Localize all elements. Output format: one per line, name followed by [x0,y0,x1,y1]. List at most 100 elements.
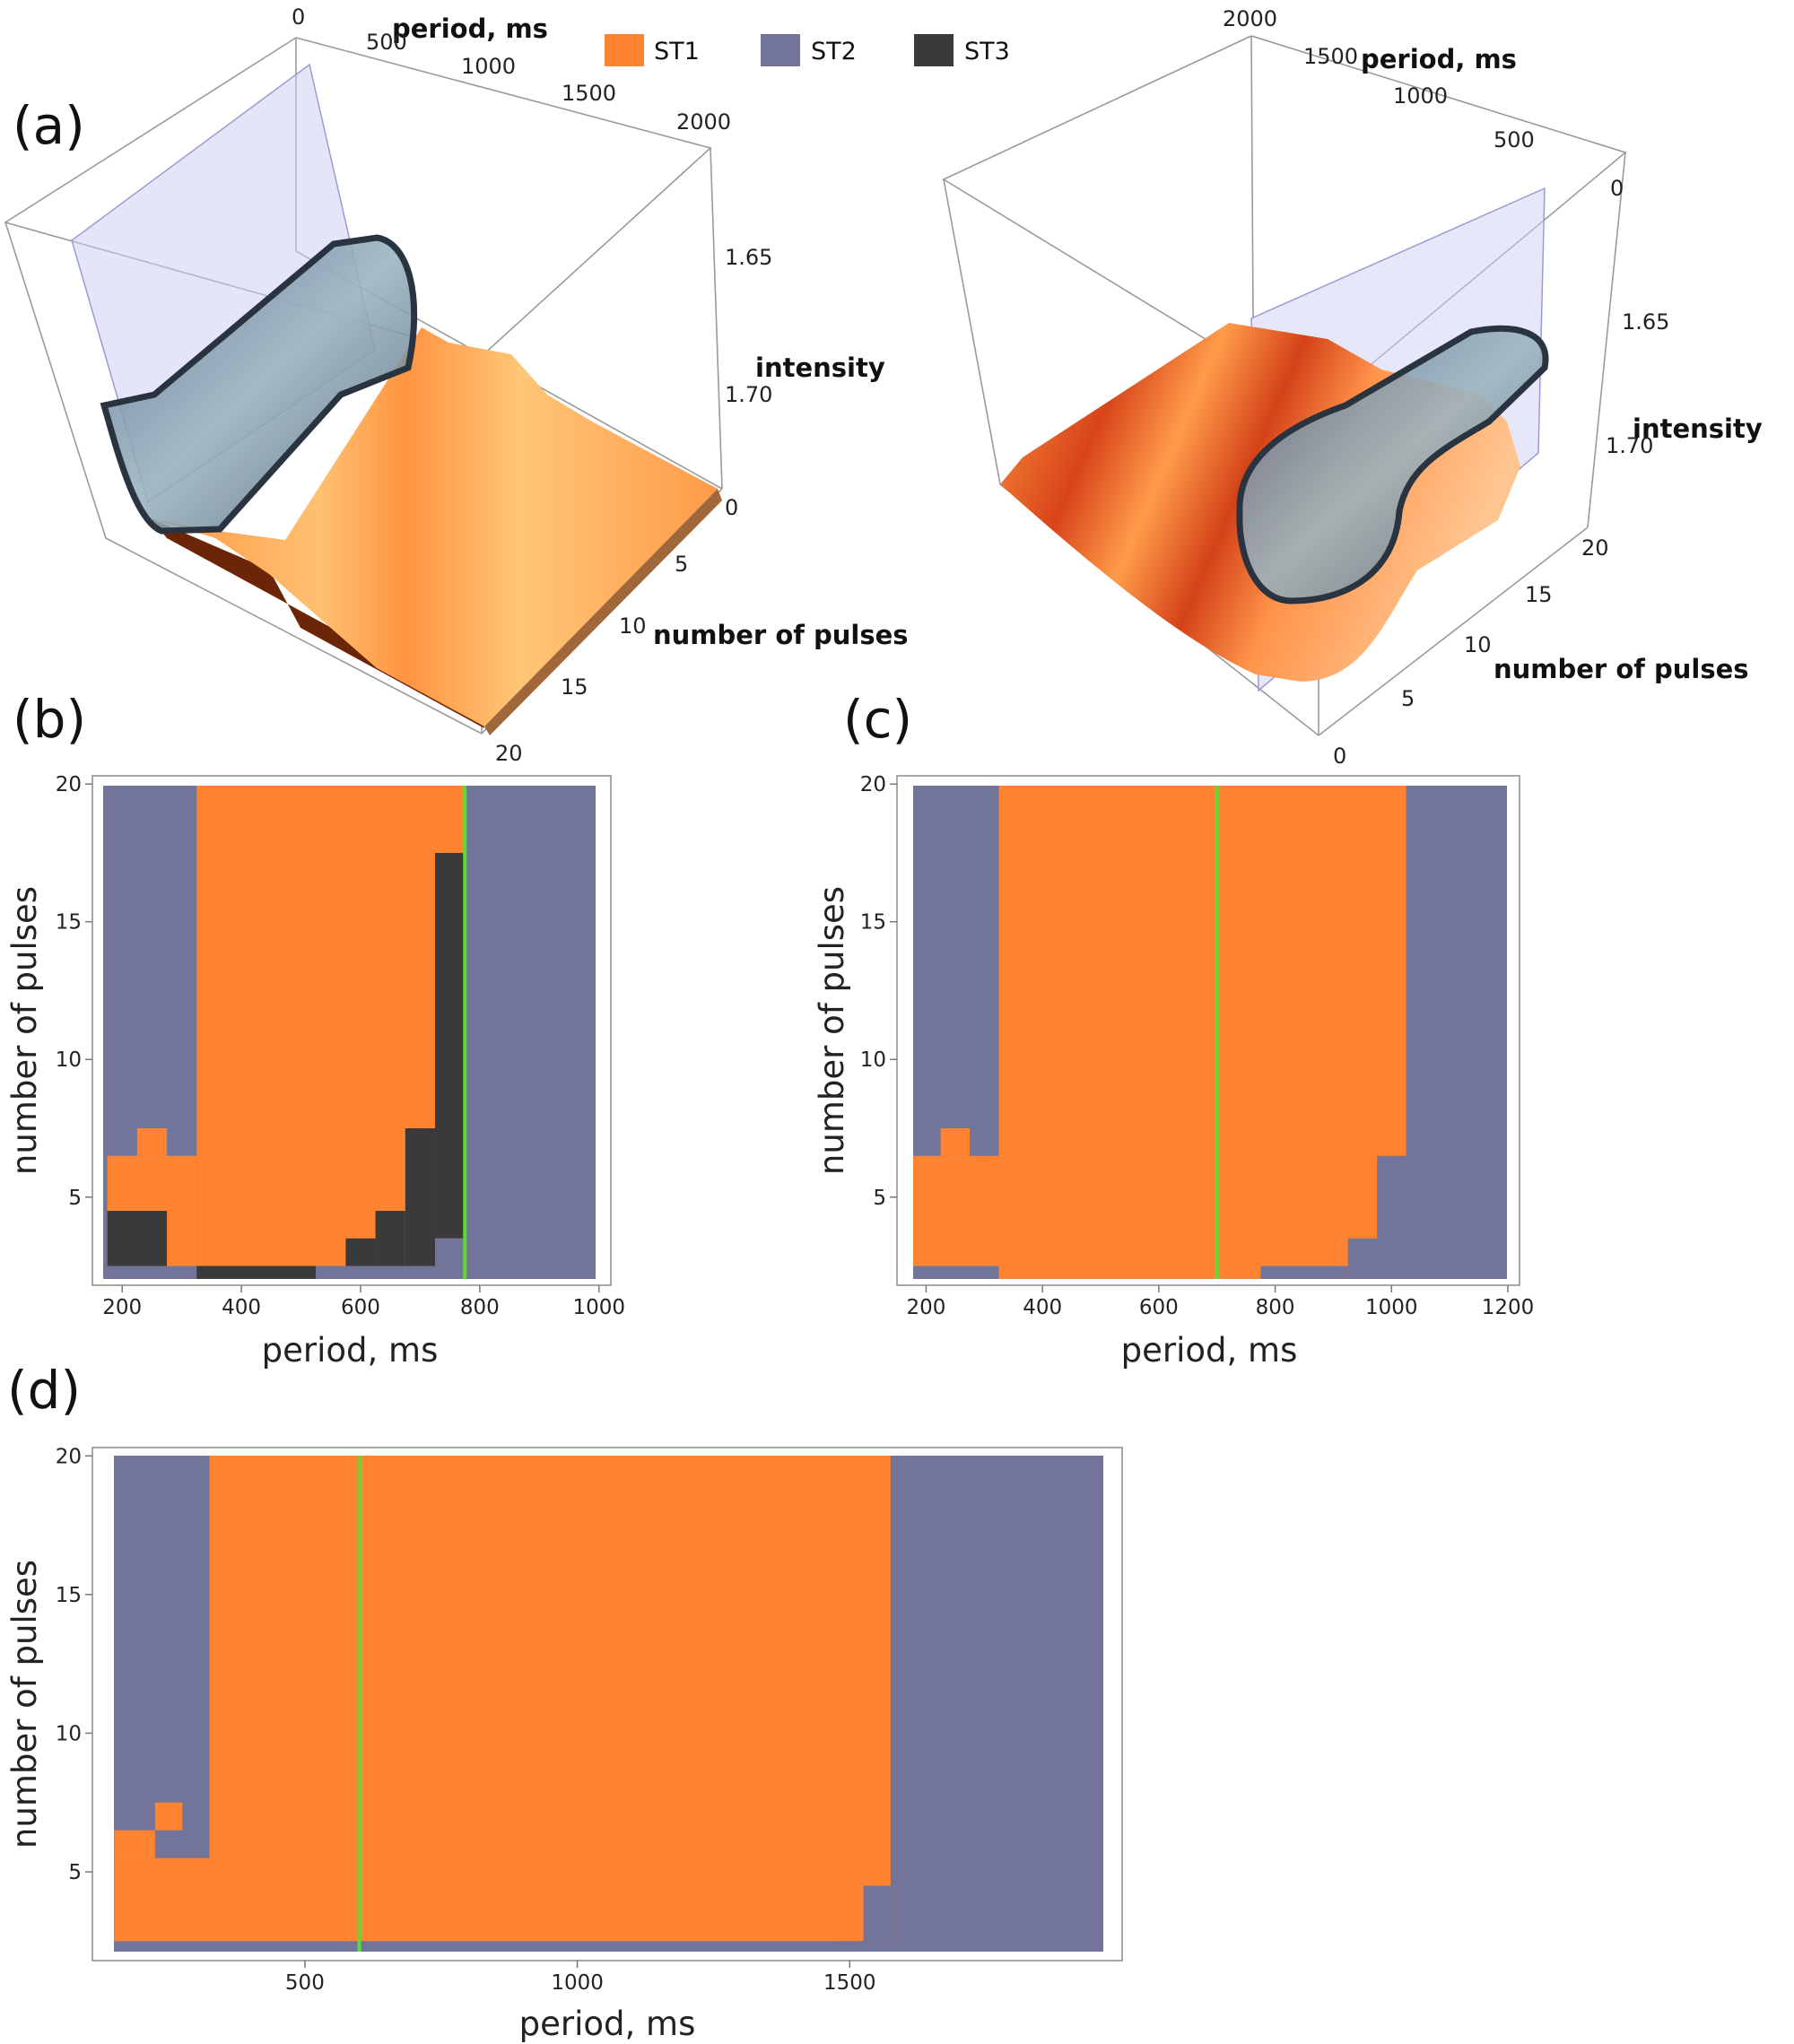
x-tick-label-500: 500 [285,1971,325,1995]
surface-st2-left [100,234,418,535]
period-tick-left-500: 500 [366,30,407,55]
x-tick-label-1000: 1000 [1365,1296,1418,1319]
panel-label-c: (c) [843,689,912,750]
region-st2-6 [316,1266,346,1279]
surface-side-left [484,489,722,735]
x-tick-label-1500: 1500 [823,1971,876,1995]
heatmap-d: 500 1000 1500 5 10 15 20 period, ms number of pu… [5,1445,1123,2043]
region-st1-2 [940,1127,971,1156]
y-tick-label-5: 5 [68,1187,82,1210]
intensity-axis-label-right: intensity [1633,413,1763,444]
surface-plot-left: period, ms 0 500 1000 1500 2000 intensit… [4,4,909,766]
region-st1-0 [209,1456,891,1942]
x-axis-label: period, ms [519,2005,696,2043]
region-st3-5 [196,1266,317,1279]
region-st1-2 [114,1830,155,1858]
surface-st2-right [1236,325,1549,605]
region-st2-6 [1377,1155,1406,1279]
y-tick-label-20: 20 [56,773,82,796]
panel-label-a: (a) [13,95,85,156]
period-tick-left-1500: 1500 [562,81,616,106]
region-st1-0 [998,786,1406,1279]
x-axis-label: period, ms [1121,1331,1298,1370]
region-st3-8 [375,1211,405,1266]
y-tick-label-20: 20 [56,1445,82,1468]
intensity-tick-left-170: 1.70 [725,382,772,407]
region-st2-3 [970,1127,999,1156]
y-tick-label-10: 10 [56,1048,82,1072]
legend-swatch-st1 [605,34,644,66]
pulses-tick-right-5: 5 [1401,686,1415,711]
region-st3-9 [405,1127,436,1266]
legend-swatch-st2 [761,34,800,66]
y-tick-label-5: 5 [68,1861,82,1884]
pulses-tick-right-15: 15 [1525,582,1553,607]
pulses-tick-right-10: 10 [1464,632,1492,657]
pulses-tick-left-10: 10 [619,613,647,639]
intensity-tick-left-165: 1.65 [725,245,772,270]
period-tick-right-1500: 1500 [1303,44,1358,69]
period-axis-label-left: period, ms [392,13,548,44]
region-st2-4 [1260,1266,1348,1279]
surface-plot-right: period, ms 2000 1500 1000 500 0 intensit… [942,6,1763,769]
surface-st1-left [151,327,718,726]
legend-label-st3: ST3 [964,38,1010,65]
pulses-axis-label-left: number of pulses [653,620,909,650]
y-axis-label: number of pulses [813,886,851,1175]
region-st3-10 [435,852,466,1239]
x-tick-label-800: 800 [460,1296,500,1319]
region-st2-11 [435,1238,466,1279]
x-tick-label-800: 800 [1256,1296,1295,1319]
y-tick-label-20: 20 [860,773,886,796]
y-tick-label-10: 10 [860,1048,886,1072]
pulses-tick-right-20: 20 [1581,535,1609,561]
y-axis-label: number of pulses [5,886,44,1175]
legend: ST1 ST2 ST3 [605,34,1010,66]
region-st1-3 [154,1802,183,1831]
y-tick-label-5: 5 [873,1187,886,1210]
x-tick-label-400: 400 [222,1296,261,1319]
pulses-tick-left-5: 5 [675,552,688,577]
x-axis-label: period, ms [262,1331,439,1370]
y-tick-label-15: 15 [860,911,886,935]
y-axis-label: number of pulses [5,1560,44,1848]
period-tick-left-1000: 1000 [461,54,516,79]
region-st1-1 [913,1155,999,1266]
legend-swatch-st3 [914,34,954,66]
intensity-axis-label-left: intensity [755,352,885,383]
region-st1-1 [114,1857,210,1942]
x-tick-label-600: 600 [341,1296,380,1319]
region-st1-2 [136,1127,168,1156]
period-tick-right-2000: 2000 [1223,6,1277,31]
period-tick-right-500: 500 [1494,127,1535,152]
intensity-tick-right-165: 1.65 [1622,309,1669,335]
period-tick-left-2000: 2000 [676,109,731,135]
pulses-tick-left-0: 0 [725,495,738,520]
panel-label-b: (b) [13,689,86,750]
x-tick-label-200: 200 [102,1296,142,1319]
legend-label-st2: ST2 [811,38,857,65]
region-st2-4 [836,1941,891,1952]
region-st3-3 [107,1211,168,1266]
region-st3-7 [345,1238,376,1266]
x-tick-label-1200: 1200 [1482,1296,1535,1319]
x-tick-label-600: 600 [1139,1296,1179,1319]
y-tick-label-15: 15 [56,1584,82,1607]
bounding-box-right [942,35,1627,736]
pulses-axis-label-right: number of pulses [1494,654,1749,684]
region-st2-5 [1347,1238,1378,1279]
panel-label-d: (d) [7,1360,81,1421]
period-axis-label-right: period, ms [1361,44,1517,74]
period-tick-right-1000: 1000 [1393,83,1448,109]
period-tick-left-0: 0 [292,4,305,30]
legend-label-st1: ST1 [654,38,700,65]
x-tick-label-200: 200 [906,1296,945,1319]
x-tick-label-1000: 1000 [572,1296,625,1319]
x-tick-label-400: 400 [1023,1296,1062,1319]
x-tick-label-1000: 1000 [551,1971,604,1995]
heatmap-c: 200 400 600 800 1000 1200 5 10 15 20 period, ms num… [813,773,1534,1370]
pulses-tick-left-20: 20 [495,741,523,766]
y-tick-label-10: 10 [56,1722,82,1745]
